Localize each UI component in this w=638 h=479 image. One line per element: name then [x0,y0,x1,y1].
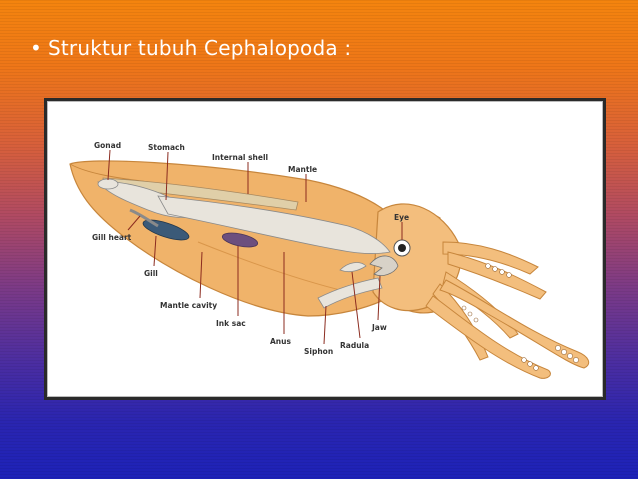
suckers [461,263,579,371]
label-gonad: Gonad [94,141,121,150]
title-text: Struktur tubuh Cephalopoda : [48,36,352,60]
label-anus: Anus [270,337,291,346]
jaw [369,255,399,276]
eye-pupil [398,244,406,252]
diagram-frame: Gonad Stomach Internal shell Mantle Eye … [44,98,606,400]
squid-anatomy-diagram: Gonad Stomach Internal shell Mantle Eye … [69,141,590,379]
gonad [97,178,119,190]
siphon [317,277,383,309]
arm-2 [447,251,547,300]
label-mantle-cavity: Mantle cavity [160,301,217,310]
label-gill: Gill [144,269,158,278]
label-siphon: Siphon [304,347,333,356]
label-radula: Radula [340,341,369,350]
label-stomach: Stomach [148,143,185,152]
gill-heart-vessel [129,208,159,228]
mantle-cavity [197,241,349,293]
bullet-mark: • [30,36,42,60]
head [372,203,462,312]
leader-lines [107,149,403,345]
label-mantle: Mantle [288,165,317,174]
radula [339,262,367,273]
label-eye: Eye [394,213,409,222]
label-ink-sac: Ink sac [216,319,246,328]
diagram-panel: Gonad Stomach Internal shell Mantle Eye … [47,101,603,397]
label-jaw: Jaw [371,323,387,332]
arm-1 [442,241,539,275]
label-gill-heart: Gill heart [92,233,132,242]
viscera [157,195,391,254]
label-internal-shell: Internal shell [212,153,268,162]
tentacle-2 [425,295,551,379]
tentacle-1 [439,279,590,369]
slide-title: •Struktur tubuh Cephalopoda : [30,36,351,60]
ink-sac [221,232,259,248]
